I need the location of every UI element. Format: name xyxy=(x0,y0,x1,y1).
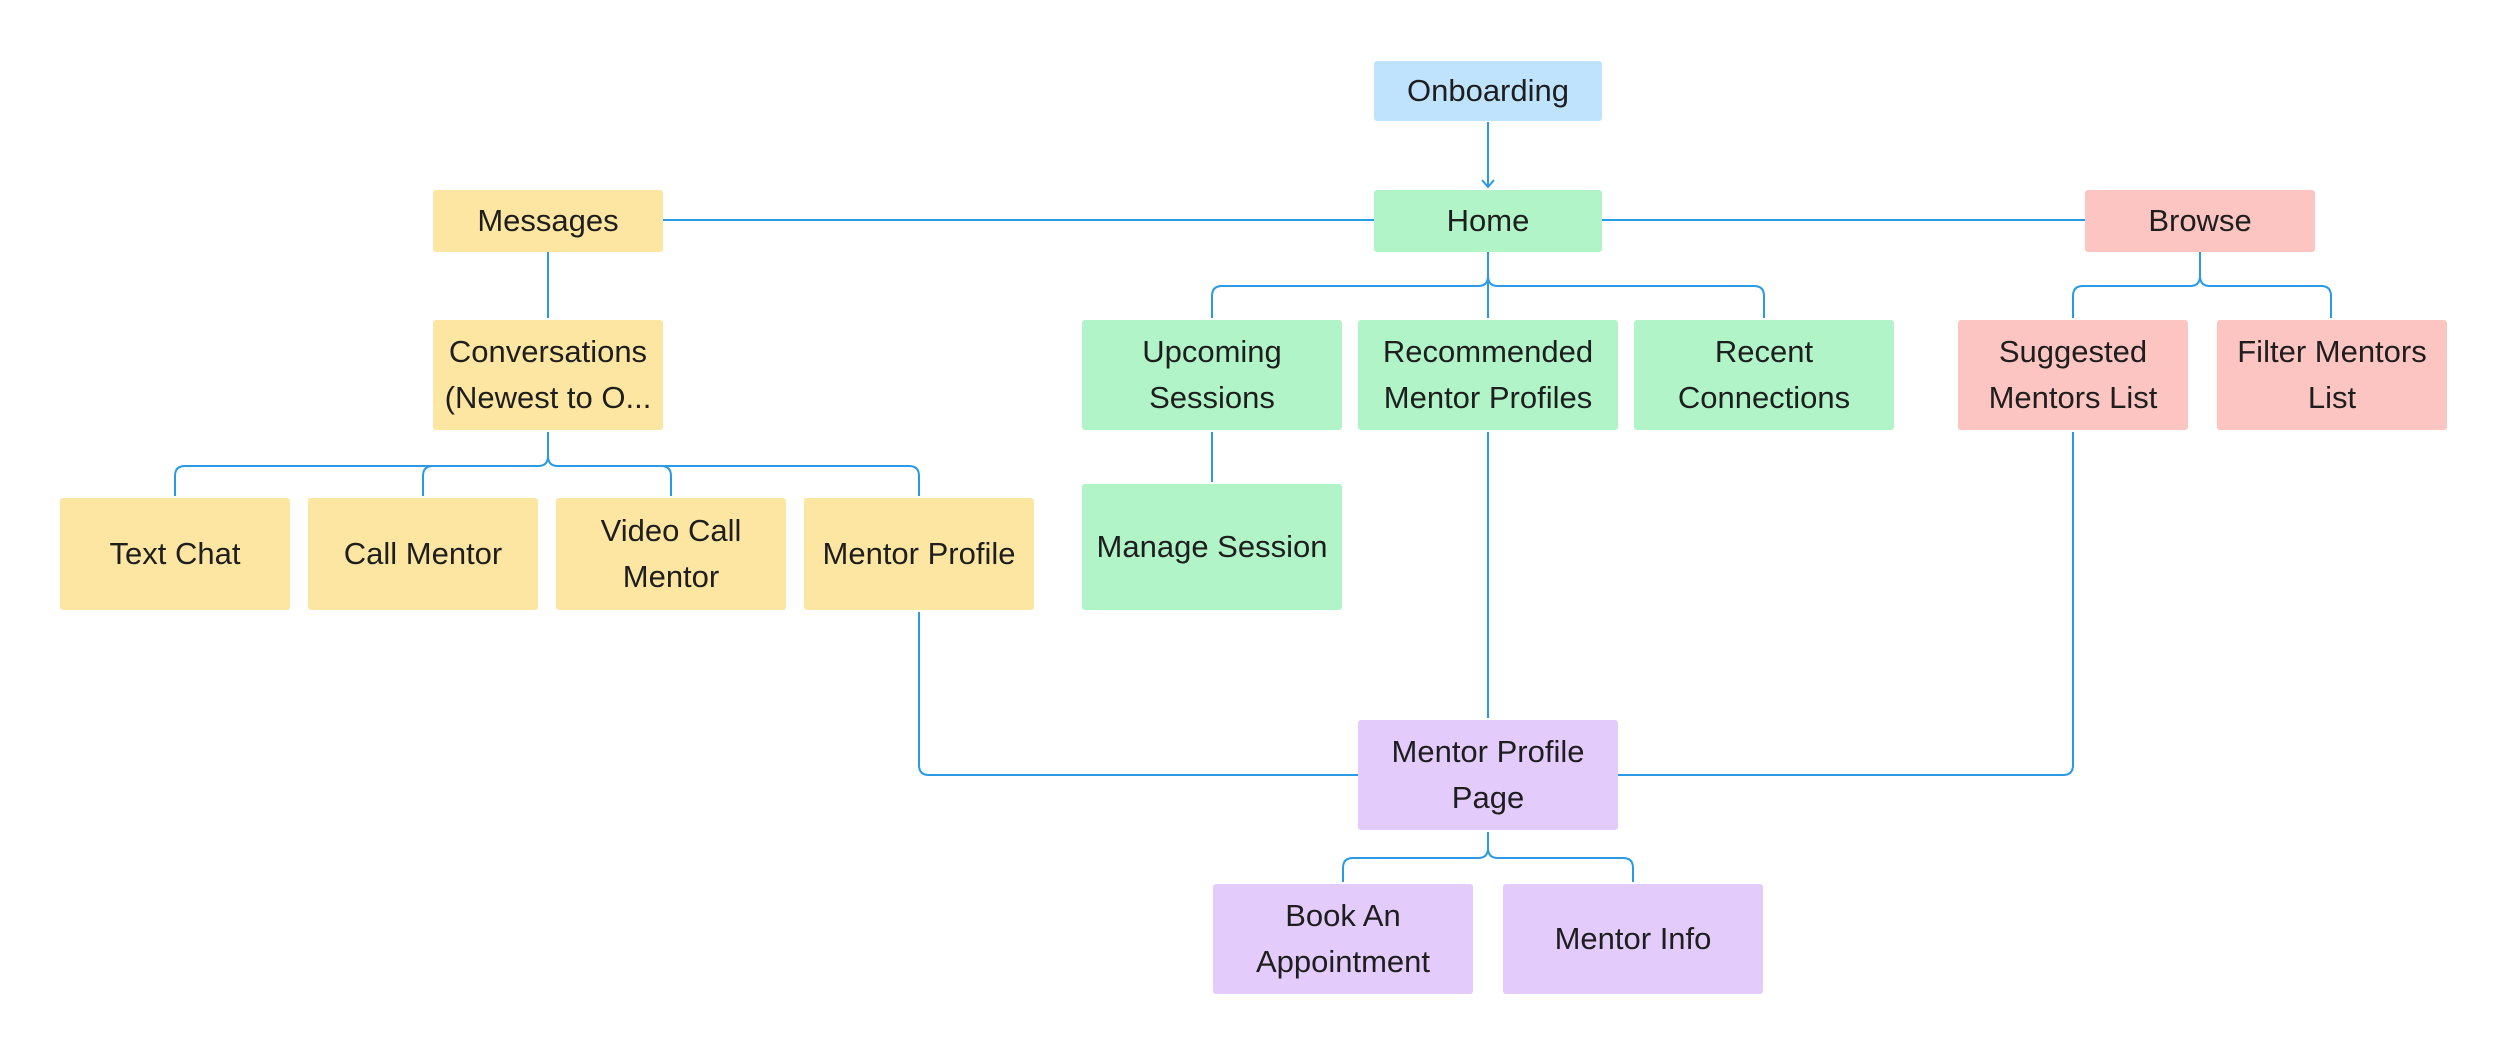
connector-profile-page-children xyxy=(1342,832,1489,882)
node-book-an-appointment[interactable]: Book An Appointment xyxy=(1213,884,1473,994)
node-home[interactable]: Home xyxy=(1374,190,1602,252)
connector-profile-page-children-right xyxy=(1487,847,1634,882)
connector-mentor-profile-page-left xyxy=(918,612,1358,776)
connector-home-children xyxy=(1211,250,1489,318)
node-mentor-profile[interactable]: Mentor Profile xyxy=(804,498,1034,610)
connector-suggested-profile-page xyxy=(1618,432,2074,776)
connector-conversations-call xyxy=(422,465,434,496)
connector-browse-children xyxy=(2072,252,2201,318)
connector-conversations-children-right xyxy=(547,455,920,496)
node-onboarding[interactable]: Onboarding xyxy=(1374,61,1602,121)
node-mentor-profile-page[interactable]: Mentor Profile Page xyxy=(1358,720,1618,830)
node-upcoming-sessions[interactable]: Upcoming Sessions xyxy=(1082,320,1342,430)
node-filter-mentors-list[interactable]: Filter Mentors List xyxy=(2217,320,2447,430)
connector-home-children-right xyxy=(1487,275,1765,318)
node-conversations[interactable]: Conversations (Newest to O... xyxy=(433,320,663,430)
node-suggested-mentors-list[interactable]: Suggested Mentors List xyxy=(1958,320,2188,430)
node-recent-connections[interactable]: Recent Connections xyxy=(1634,320,1894,430)
connector-arrowhead xyxy=(1481,179,1495,189)
node-manage-session[interactable]: Manage Session xyxy=(1082,484,1342,610)
node-video-call-mentor[interactable]: Video Call Mentor xyxy=(556,498,786,610)
node-messages[interactable]: Messages xyxy=(433,190,663,252)
node-text-chat[interactable]: Text Chat xyxy=(60,498,290,610)
node-mentor-info[interactable]: Mentor Info xyxy=(1503,884,1763,994)
connector-conversations-children-left xyxy=(174,432,549,496)
node-call-mentor[interactable]: Call Mentor xyxy=(308,498,538,610)
node-browse[interactable]: Browse xyxy=(2085,190,2315,252)
connector-browse-children-right xyxy=(2199,275,2332,318)
connector-conversations-video xyxy=(660,465,672,496)
node-recommended-mentor-profiles[interactable]: Recommended Mentor Profiles xyxy=(1358,320,1618,430)
